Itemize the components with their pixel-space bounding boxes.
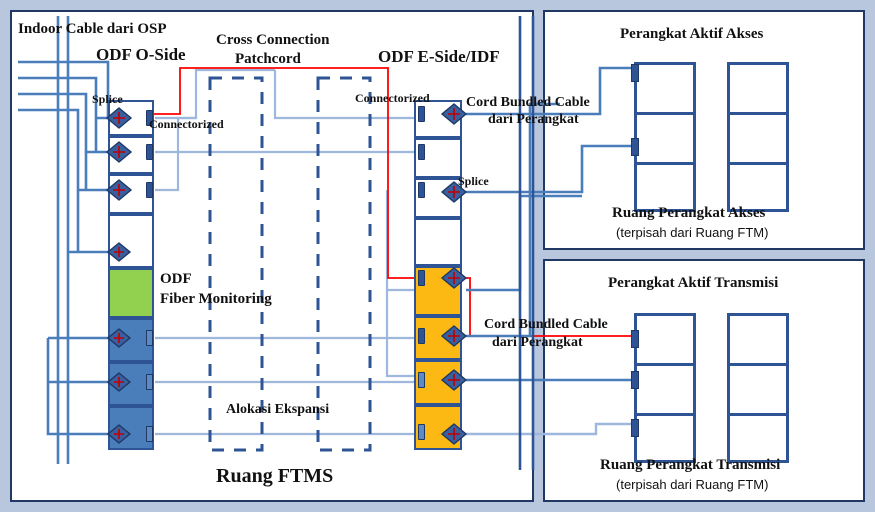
odf-o-port-1[interactable] xyxy=(146,110,153,126)
odf-e-port-6[interactable] xyxy=(418,328,425,344)
transmisi-rack-2-divider-1 xyxy=(727,363,789,366)
odf-e-port-7[interactable] xyxy=(418,372,425,388)
akses-rack-1[interactable] xyxy=(634,62,696,212)
label-ruang-ftms: Ruang FTMS xyxy=(216,465,334,487)
label-splice-left: Splice xyxy=(92,92,123,106)
akses-rack-1-divider-2 xyxy=(634,162,696,165)
odf-o-port-2[interactable] xyxy=(146,144,153,160)
odf-o-port-8[interactable] xyxy=(146,426,153,442)
odf-o-port-7[interactable] xyxy=(146,374,153,390)
akses-rack-2-divider-2 xyxy=(727,162,789,165)
odf-o-port-6[interactable] xyxy=(146,330,153,346)
label-cord-bundled-cable-1: Cord Bundled Cable xyxy=(466,95,590,110)
odf-e-port-2[interactable] xyxy=(418,144,425,160)
akses-rack-2[interactable] xyxy=(727,62,789,212)
odf-e-cell-4[interactable] xyxy=(414,218,462,266)
panel-subcaption-transmisi: (terpisah dari Ruang FTM) xyxy=(616,477,769,492)
label-connectorized-right: Connectorized xyxy=(355,91,430,105)
akses-rack-1-port-2[interactable] xyxy=(631,138,639,156)
panel-title-akses: Perangkat Aktif Akses xyxy=(620,26,764,42)
label-cord-bundled-cable-2-line2: dari Perangkat xyxy=(492,335,583,350)
odf-o-cell-5-fiber-monitoring[interactable] xyxy=(108,268,154,318)
label-alokasi-ekspansi: Alokasi Ekspansi xyxy=(226,402,330,417)
akses-rack-2-divider-1 xyxy=(727,112,789,115)
transmisi-rack-2-divider-2 xyxy=(727,413,789,416)
label-odf-fiber-monitoring-line1: ODF xyxy=(160,271,192,287)
panel-caption-transmisi: Ruang Perangkat Transmisi xyxy=(600,457,781,473)
transmisi-rack-1-port-1[interactable] xyxy=(631,330,639,348)
transmisi-rack-1-port-2[interactable] xyxy=(631,371,639,389)
panel-title-transmisi: Perangkat Aktif Transmisi xyxy=(608,275,779,291)
transmisi-rack-2[interactable] xyxy=(727,313,789,463)
odf-o-port-3[interactable] xyxy=(146,182,153,198)
label-connectorized-left: Connectorized xyxy=(149,117,224,131)
label-indoor-cable: Indoor Cable dari OSP xyxy=(18,21,167,37)
label-odf-fiber-monitoring-line2: Fiber Monitoring xyxy=(160,291,272,307)
transmisi-rack-1-divider-1 xyxy=(634,363,696,366)
label-cord-bundled-cable-2: Cord Bundled Cable xyxy=(484,317,608,332)
odf-o-cell-4[interactable] xyxy=(108,214,154,268)
label-odf-e-side: ODF E-Side/IDF xyxy=(378,47,500,66)
odf-e-port-8[interactable] xyxy=(418,424,425,440)
odf-e-port-5[interactable] xyxy=(418,270,425,286)
transmisi-rack-1-divider-2 xyxy=(634,413,696,416)
label-odf-o-side: ODF O-Side xyxy=(96,45,186,64)
transmisi-rack-1-port-3[interactable] xyxy=(631,419,639,437)
akses-rack-1-divider-1 xyxy=(634,112,696,115)
odf-e-port-1[interactable] xyxy=(418,106,425,122)
panel-subcaption-akses: (terpisah dari Ruang FTM) xyxy=(616,225,769,240)
odf-e-port-3[interactable] xyxy=(418,182,425,198)
label-cross-connection: Cross Connection xyxy=(216,32,330,48)
label-patchcord: Patchcord xyxy=(235,51,301,67)
akses-rack-1-port-1[interactable] xyxy=(631,64,639,82)
transmisi-rack-1[interactable] xyxy=(634,313,696,463)
panel-caption-akses: Ruang Perangkat Akses xyxy=(612,205,766,221)
label-cord-bundled-cable-1-line2: dari Perangkat xyxy=(488,112,579,127)
label-splice-right: Splice xyxy=(458,174,489,188)
